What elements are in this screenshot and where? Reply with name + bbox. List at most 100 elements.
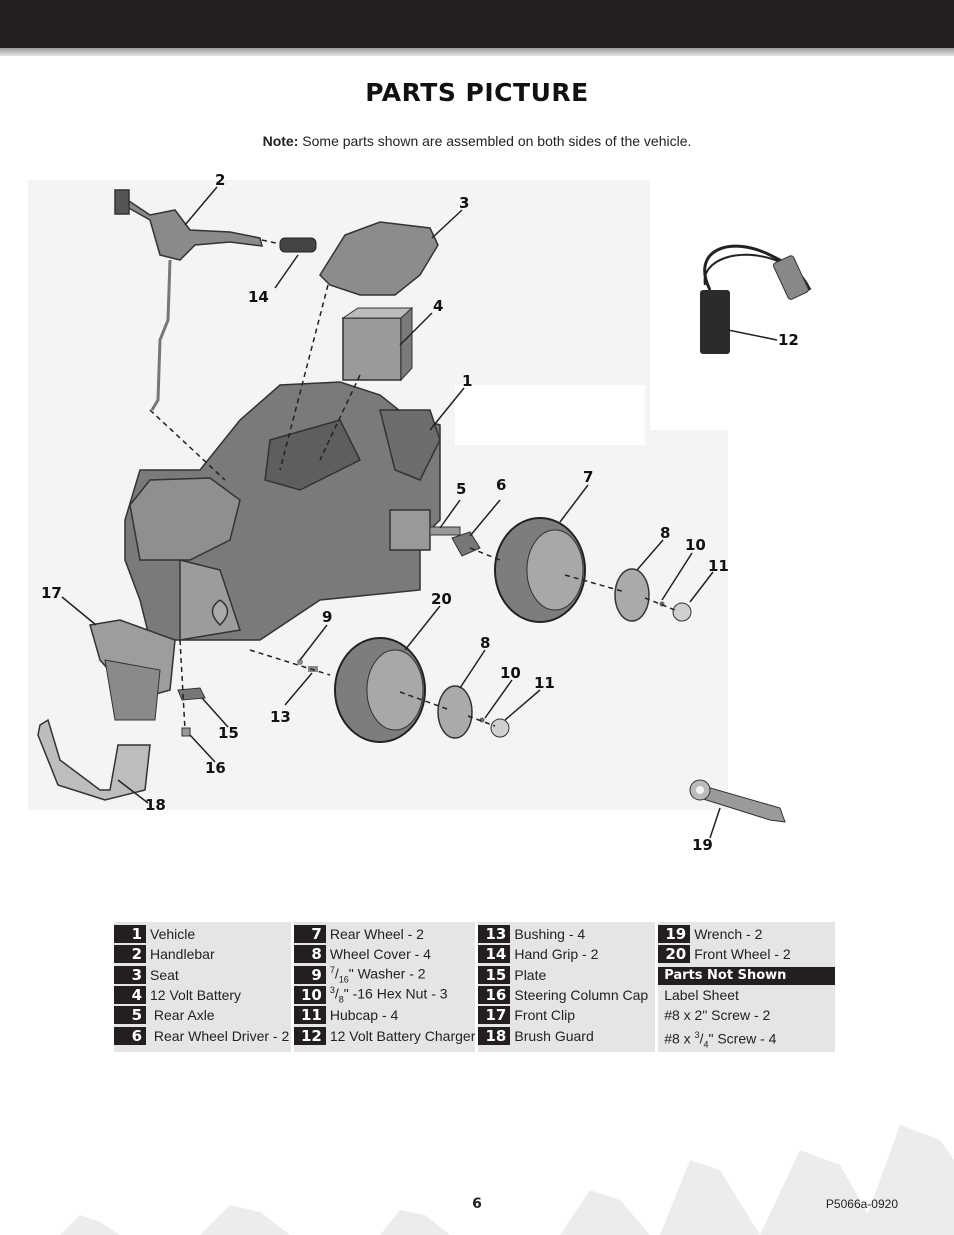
front-wheel-drawing xyxy=(334,637,426,743)
part-name: Hubcap - 4 xyxy=(329,1007,399,1024)
part-name: Plate xyxy=(514,966,547,983)
callout-15: 15 xyxy=(218,724,239,742)
brush-guard-drawing xyxy=(37,718,151,801)
part-number: 14 xyxy=(478,945,511,964)
callout-1: 1 xyxy=(462,372,472,390)
part-name: Wheel Cover - 4 xyxy=(329,946,431,963)
note-body: Some parts shown are assembled on both s… xyxy=(298,133,692,149)
handlebar-drawing xyxy=(114,189,263,411)
plate-drawing xyxy=(177,687,206,701)
part-name: Handlebar xyxy=(150,946,215,963)
callout-9: 9 xyxy=(322,608,332,626)
callout-8a: 8 xyxy=(660,524,670,542)
part-name: Rear Wheel - 2 xyxy=(329,926,424,943)
washer-drawing xyxy=(297,659,303,665)
document-code: P5066a-0920 xyxy=(825,1197,898,1211)
parts-illustration: 2 3 14 4 1 12 5 6 7 8 10 11 17 20 9 8 10… xyxy=(28,171,812,854)
callout-6: 6 xyxy=(496,476,506,494)
callout-20: 20 xyxy=(431,590,452,608)
part-name: Seat xyxy=(150,966,179,983)
part-number: 20 xyxy=(658,945,691,964)
part-name: 12 Volt Battery Charger xyxy=(329,1027,476,1044)
part-name: Rear Wheel Driver - 2 xyxy=(150,1027,290,1044)
part-number: 10 xyxy=(293,986,326,1005)
hand-grip-drawing xyxy=(279,237,317,253)
part-name: Brush Guard xyxy=(514,1027,594,1044)
callout-4: 4 xyxy=(433,297,443,315)
callout-7: 7 xyxy=(583,468,593,486)
footer-decoration xyxy=(60,1125,954,1235)
steering-cap-drawing xyxy=(181,727,191,737)
parts-not-shown-heading: Parts Not Shown xyxy=(658,966,836,985)
part-number: 9 xyxy=(293,965,326,984)
callout-3: 3 xyxy=(459,194,469,212)
part-name: Front Clip xyxy=(514,1007,576,1024)
parts-not-shown-item: #8 x 2" Screw - 2 xyxy=(664,1006,771,1023)
part-number: 17 xyxy=(478,1006,511,1025)
fraction-denominator: 8 xyxy=(338,994,344,1005)
screw-size-suffix: " Screw - 4 xyxy=(708,1030,777,1047)
parts-not-shown-item: #8 x 3/4" Screw - 4 xyxy=(664,1029,777,1050)
fraction-numerator: 3 xyxy=(694,1029,700,1040)
front-clip-lower xyxy=(104,659,161,721)
parts-not-shown-item: Label Sheet xyxy=(664,986,739,1003)
callout-8b: 8 xyxy=(480,634,490,652)
part-name-text: " -16 Hex Nut - 3 xyxy=(343,985,448,1002)
part-number: 15 xyxy=(478,965,511,984)
page-title: PARTS PICTURE xyxy=(365,78,589,107)
part-name: 7/16" Washer - 2 xyxy=(329,965,426,985)
header-rule xyxy=(0,48,954,56)
part-number: 6 xyxy=(114,1026,146,1045)
part-name-text: " Washer - 2 xyxy=(348,965,426,982)
callout-16: 16 xyxy=(205,759,226,777)
part-name: Hand Grip - 2 xyxy=(514,946,599,963)
rear-axle-drawing xyxy=(429,526,461,536)
note-text: Note: Some parts shown are assembled on … xyxy=(0,133,954,149)
fraction-denominator: 4 xyxy=(703,1039,709,1050)
part-name: Front Wheel - 2 xyxy=(694,946,791,963)
rear-wheel-drawing xyxy=(494,517,586,623)
part-number: 12 xyxy=(293,1026,326,1045)
part-number: 11 xyxy=(293,1006,326,1025)
part-number: 1 xyxy=(114,925,146,944)
callout-10b: 10 xyxy=(500,664,521,682)
callout-19: 19 xyxy=(692,836,713,854)
part-name: Vehicle xyxy=(150,926,196,943)
part-name: 12 Volt Battery xyxy=(150,987,242,1004)
part-number: 5 xyxy=(114,1006,146,1025)
fraction-denominator: 16 xyxy=(338,974,349,985)
leader-lines xyxy=(61,186,778,839)
callout-17: 17 xyxy=(41,584,62,602)
fraction-numerator: 7 xyxy=(329,965,335,976)
page-number: 6 xyxy=(472,1196,482,1212)
part-number: 2 xyxy=(114,945,146,964)
legend-row: 6 Rear Wheel Driver - 2 xyxy=(114,1025,291,1045)
battery-drawing xyxy=(341,306,414,382)
part-name: Rear Axle xyxy=(150,1007,215,1024)
callout-12: 12 xyxy=(778,331,799,349)
assembly-lines xyxy=(149,239,676,731)
wheel-cover-drawing xyxy=(614,568,650,622)
part-name: Steering Column Cap xyxy=(514,987,649,1004)
screw-size-prefix: #8 x xyxy=(664,1030,695,1047)
hubcap-drawing xyxy=(672,602,692,622)
part-number: 19 xyxy=(658,925,691,944)
